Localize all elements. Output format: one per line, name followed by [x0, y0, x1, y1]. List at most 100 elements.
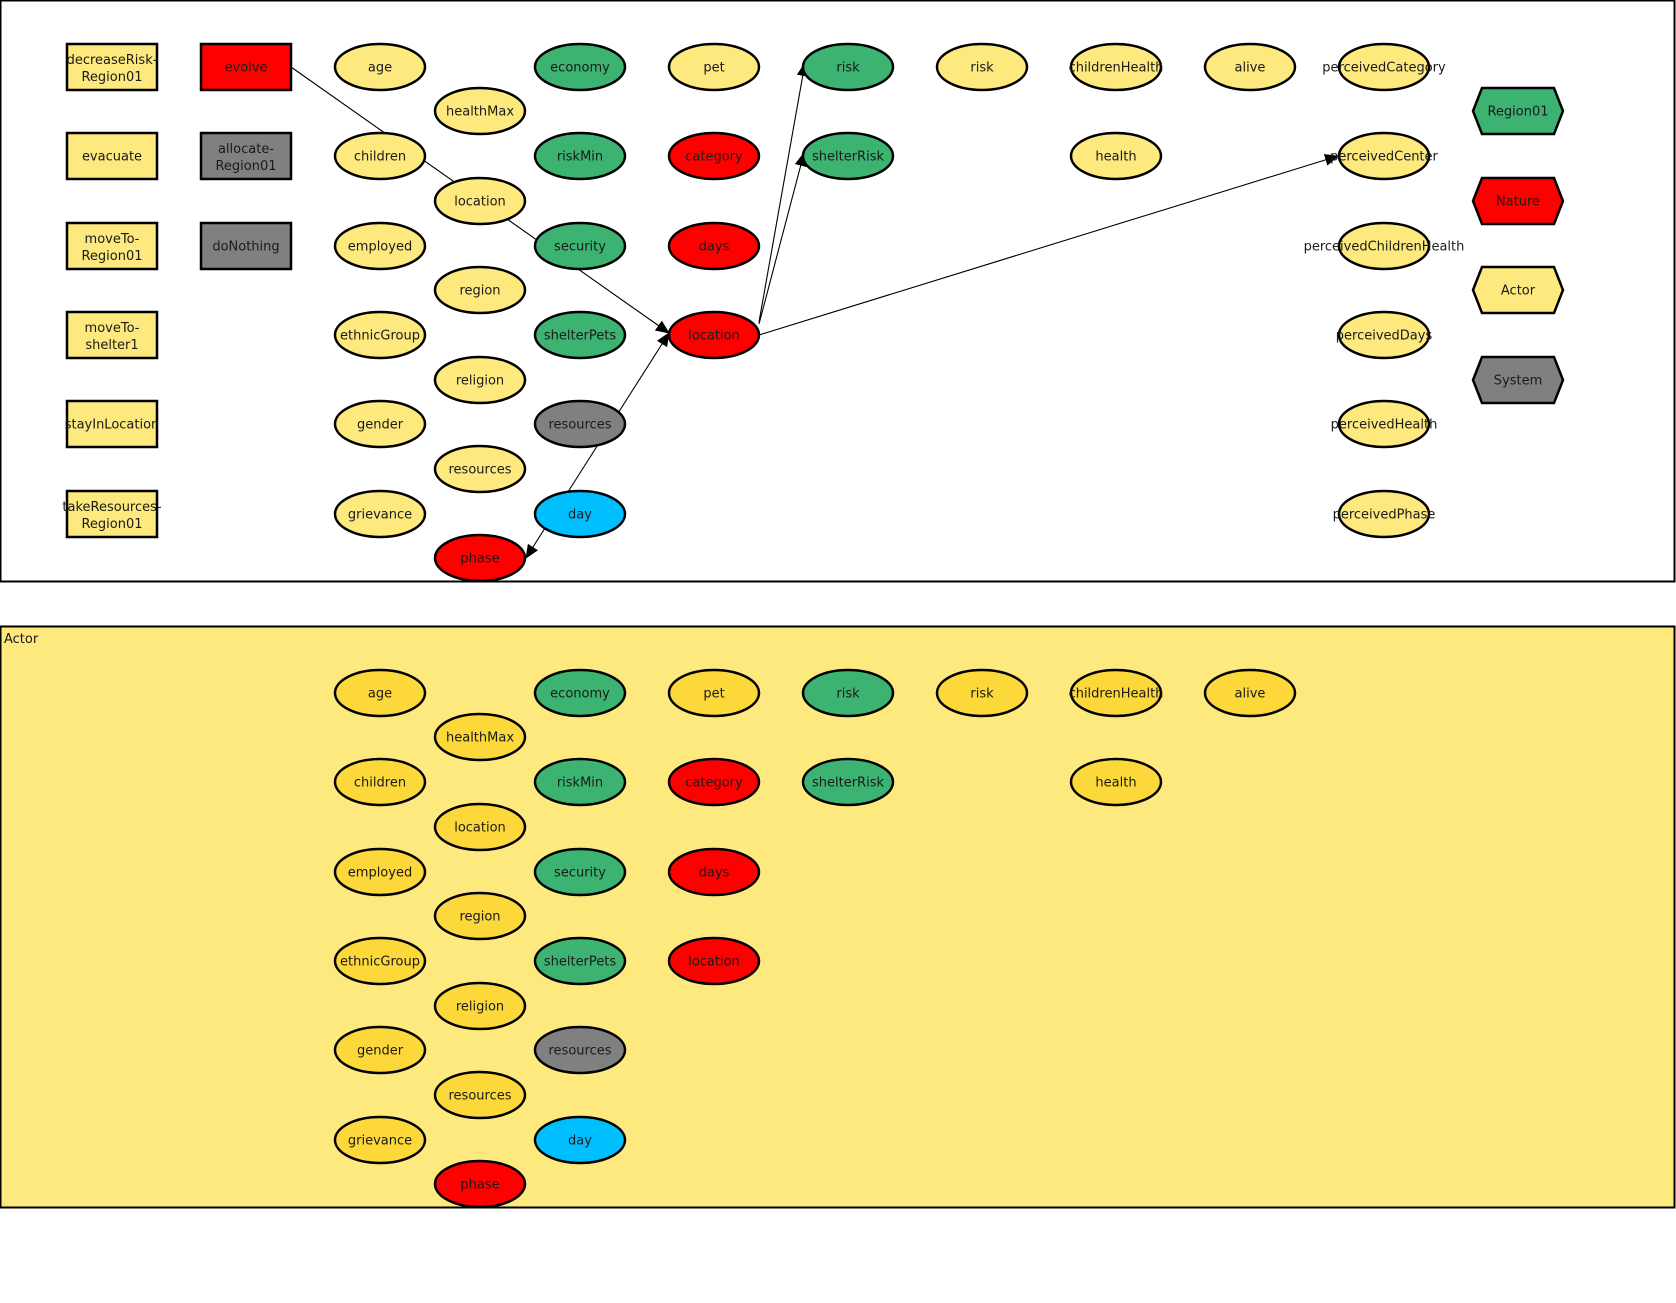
state-children-node[interactable]: children	[333, 131, 427, 181]
ellipse-shape	[433, 1159, 527, 1209]
action-evolve-node[interactable]: evolve	[199, 42, 293, 92]
rect-shape	[199, 131, 293, 181]
state-shelterrisk-node[interactable]: shelterRisk	[801, 131, 895, 181]
action-allocate-region01-node[interactable]: allocate-Region01	[199, 131, 293, 181]
actor-state-resources-node[interactable]: resources	[433, 1070, 527, 1120]
agent-nature-node[interactable]: Nature	[1471, 176, 1565, 226]
actor-state-religion-node[interactable]: religion	[433, 981, 527, 1031]
ellipse-shape	[433, 1070, 527, 1120]
actor-state-phase-node[interactable]: phase	[433, 1159, 527, 1209]
ellipse-shape	[333, 42, 427, 92]
state-days-node[interactable]: days	[667, 221, 761, 271]
node-label: location	[454, 821, 506, 836]
state-economy-node[interactable]: economy	[533, 42, 627, 92]
action-evacuate-node[interactable]: evacuate	[65, 131, 159, 181]
state-childrenhealth-node[interactable]: childrenHealth	[1069, 42, 1164, 92]
node-label: Region01	[1487, 105, 1548, 120]
ellipse-shape	[935, 42, 1029, 92]
actor-state-age-node[interactable]: age	[333, 668, 427, 718]
node-label: employed	[348, 866, 412, 881]
action-donothing-node[interactable]: doNothing	[199, 221, 293, 271]
actor-state-location-node[interactable]: location	[433, 802, 527, 852]
actor-state-childrenhealth-node[interactable]: childrenHealth	[1069, 668, 1164, 718]
actor-state-shelterpets-node[interactable]: shelterPets	[533, 936, 627, 986]
actor-state-economy-node[interactable]: economy	[533, 668, 627, 718]
state-ethnicgroup-node[interactable]: ethnicGroup	[333, 310, 427, 360]
state-phase-node[interactable]: phase	[433, 533, 527, 583]
actor-state-health-node[interactable]: health	[1069, 757, 1163, 807]
state-security-node[interactable]: security	[533, 221, 627, 271]
agent-actor-node[interactable]: Actor	[1471, 265, 1565, 315]
actor-state-children-node[interactable]: children	[333, 757, 427, 807]
actor-state-alive-node[interactable]: alive	[1203, 668, 1297, 718]
state-religion-node[interactable]: religion	[433, 355, 527, 405]
ellipse-shape	[433, 176, 527, 226]
ellipse-shape	[433, 802, 527, 852]
actor-state-days-node[interactable]: days	[667, 847, 761, 897]
state-location-node[interactable]: location	[433, 176, 527, 226]
action-decreaserisk-region01-node[interactable]: decreaseRisk-Region01	[65, 42, 159, 92]
state-location-node[interactable]: location	[667, 310, 761, 360]
obs-perceivedphase-node[interactable]: perceivedPhase	[1333, 489, 1436, 539]
obs-perceivedhealth-node[interactable]: perceivedHealth	[1331, 399, 1438, 449]
obs-perceivedcategory-node[interactable]: perceivedCategory	[1322, 42, 1446, 92]
state-day-node[interactable]: day	[533, 489, 627, 539]
actor-state-shelterrisk-node[interactable]: shelterRisk	[801, 757, 895, 807]
actor-state-risk-node[interactable]: risk	[801, 668, 895, 718]
obs-perceivedchildrenhealth-node[interactable]: perceivedChildrenHealth	[1304, 221, 1465, 271]
actor-state-category-node[interactable]: category	[667, 757, 761, 807]
node-label: perceivedPhase	[1333, 508, 1436, 523]
state-healthmax-node[interactable]: healthMax	[433, 86, 527, 136]
agent-region01-node[interactable]: Region01	[1471, 86, 1565, 136]
node-label: days	[699, 240, 730, 255]
ellipse-shape	[801, 668, 895, 718]
state-employed-node[interactable]: employed	[333, 221, 427, 271]
action-takeresources-region01-node[interactable]: takeResources-Region01	[62, 489, 162, 539]
node-label: health	[1095, 150, 1136, 165]
actor-state-grievance-node[interactable]: grievance	[333, 1115, 427, 1165]
state-risk-node[interactable]: risk	[935, 42, 1029, 92]
actor-state-employed-node[interactable]: employed	[333, 847, 427, 897]
actor-state-pet-node[interactable]: pet	[667, 668, 761, 718]
obs-perceiveddays-node[interactable]: perceivedDays	[1336, 310, 1433, 360]
state-shelterpets-node[interactable]: shelterPets	[533, 310, 627, 360]
ellipse-shape	[533, 399, 627, 449]
actor-state-healthmax-node[interactable]: healthMax	[433, 712, 527, 762]
state-category-node[interactable]: category	[667, 131, 761, 181]
actor-state-region-node[interactable]: region	[433, 891, 527, 941]
state-age-node[interactable]: age	[333, 42, 427, 92]
node-label: age	[368, 61, 392, 76]
action-moveto-region01-node[interactable]: moveTo-Region01	[65, 221, 159, 271]
state-alive-node[interactable]: alive	[1203, 42, 1297, 92]
action-moveto-shelter1-node[interactable]: moveTo-shelter1	[65, 310, 159, 360]
ellipse-shape	[1337, 42, 1431, 92]
rect-shape	[65, 42, 159, 92]
state-riskmin-node[interactable]: riskMin	[533, 131, 627, 181]
state-gender-node[interactable]: gender	[333, 399, 427, 449]
agent-system-node[interactable]: System	[1471, 355, 1565, 405]
state-grievance-node[interactable]: grievance	[333, 489, 427, 539]
ellipse-shape	[433, 86, 527, 136]
obs-perceivedcenter-node[interactable]: perceivedCenter	[1330, 131, 1439, 181]
actor-state-risk-node[interactable]: risk	[935, 668, 1029, 718]
ellipse-shape	[533, 1115, 627, 1165]
ellipse-shape	[667, 847, 761, 897]
actor-state-gender-node[interactable]: gender	[333, 1025, 427, 1075]
hexagon-shape	[1471, 265, 1565, 315]
state-pet-node[interactable]: pet	[667, 42, 761, 92]
action-stayinlocation-node[interactable]: stayInLocation	[65, 399, 160, 449]
node-label: shelterRisk	[812, 150, 884, 165]
state-risk-node[interactable]: risk	[801, 42, 895, 92]
state-resources-node[interactable]: resources	[433, 444, 527, 494]
actor-state-resources-node[interactable]: resources	[533, 1025, 627, 1075]
actor-state-ethnicgroup-node[interactable]: ethnicGroup	[333, 936, 427, 986]
actor-state-security-node[interactable]: security	[533, 847, 627, 897]
state-health-node[interactable]: health	[1069, 131, 1163, 181]
state-region-node[interactable]: region	[433, 265, 527, 315]
actor-state-day-node[interactable]: day	[533, 1115, 627, 1165]
actor-state-location-node[interactable]: location	[667, 936, 761, 986]
ellipse-shape	[433, 533, 527, 583]
state-resources-node[interactable]: resources	[533, 399, 627, 449]
node-label: category	[685, 150, 743, 165]
actor-state-riskmin-node[interactable]: riskMin	[533, 757, 627, 807]
